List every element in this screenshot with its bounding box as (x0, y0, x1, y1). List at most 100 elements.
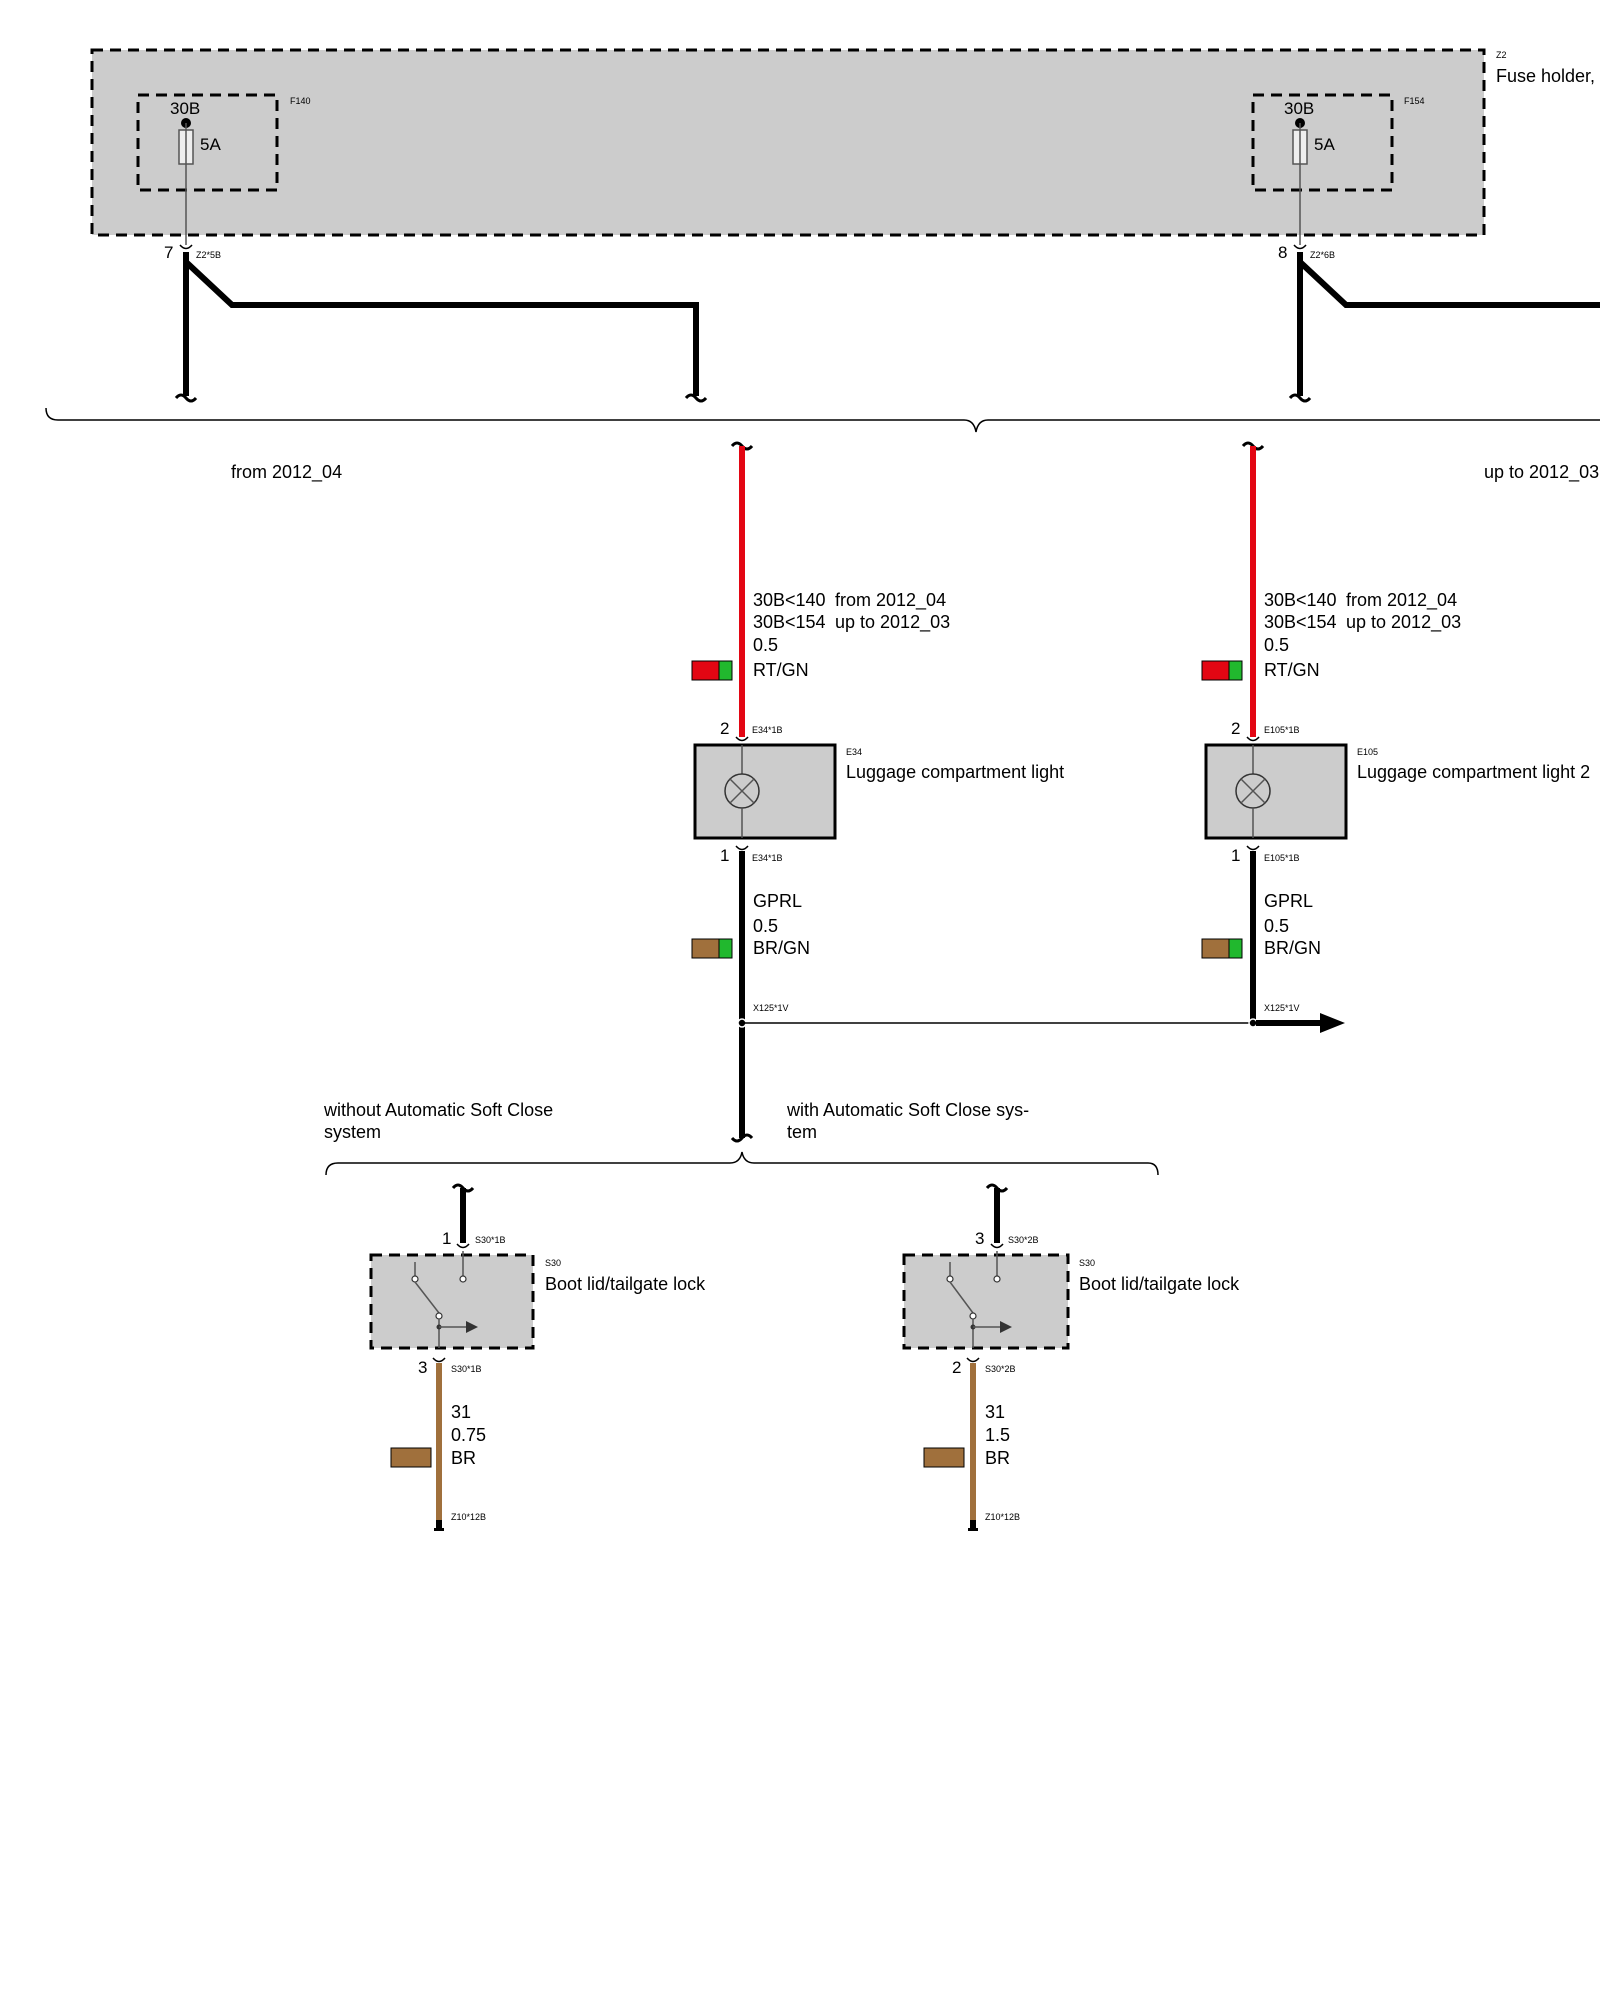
color-swatch-br-gn (691, 938, 733, 959)
wire-code-140: 30B<140 (1264, 590, 1337, 610)
splice-point (1248, 1018, 1258, 1028)
luggage-light-box (1204, 743, 1348, 840)
connector-s30-2-top: S30*2B (1008, 1235, 1039, 1245)
wire-signal: GPRL (1264, 891, 1313, 911)
fuse-f154-rating: 5A (1314, 135, 1335, 154)
wire-label-supply-1: 30B<140 from 2012_04 30B<154 up to 2012_… (753, 590, 950, 680)
wire-break-symbol (684, 393, 708, 403)
wire-code-140: 30B<140 (753, 590, 826, 610)
lock-box (902, 1253, 1070, 1350)
wire-size: 1.5 (985, 1425, 1010, 1445)
color-swatch-br (390, 1447, 432, 1468)
pin-fork (1293, 244, 1307, 250)
component-id-e105: E105 (1357, 747, 1378, 757)
wire-size: 0.5 (753, 916, 778, 936)
ground-point-lock-1: Z10*12B (451, 1512, 486, 1522)
connector-e34-bottom: E34*1B (752, 853, 783, 863)
pin-fork (990, 1243, 1004, 1249)
switch-lever (949, 1281, 974, 1314)
fuse-holder-id: Z2 (1496, 50, 1507, 60)
luggage-light-e34 (693, 743, 837, 840)
component-name-s30-2: Boot lid/tailgate lock (1079, 1274, 1240, 1294)
connector-e34-top: E34*1B (752, 725, 783, 735)
fuse-f154-terminal: 30B (1284, 99, 1314, 118)
splice-x125-left: X125*1V (753, 1003, 789, 1013)
wire-label-ground-2: GPRL 0.5 BR/GN (1264, 891, 1321, 958)
pin-fork (735, 845, 749, 851)
color-swatch-br (923, 1447, 965, 1468)
switch-arrow-icon (466, 1321, 478, 1333)
pin-fork (735, 736, 749, 742)
wire-note-upto: up to 2012_03 (835, 612, 950, 633)
arrow-right-icon (1320, 1013, 1345, 1033)
ground-point-lock-2: Z10*12B (985, 1512, 1020, 1522)
wire-signal: 31 (451, 1402, 471, 1422)
wire-signal: 31 (985, 1402, 1005, 1422)
boot-lid-lock-2 (902, 1251, 1070, 1350)
fuse-f140-terminal: 30B (170, 99, 200, 118)
pin-fork (432, 1357, 446, 1363)
wire-size: 0.5 (753, 635, 778, 655)
fuse-f154: F154 30B 5A (1251, 93, 1425, 245)
pin-fork (179, 244, 193, 250)
boot-lid-lock-1 (369, 1251, 535, 1350)
component-id-s30-1: S30 (545, 1258, 561, 1268)
component-name-e105: Luggage compartment light 2 (1357, 762, 1590, 782)
pin-s30-1-bottom: 3 (418, 1358, 427, 1377)
wire-break-symbol (1288, 393, 1312, 403)
wire-color-code: BR (451, 1448, 476, 1468)
switch-lever (414, 1281, 440, 1314)
pin-e105-bottom: 1 (1231, 846, 1240, 865)
wire-label-supply-2: 30B<140 from 2012_04 30B<154 up to 2012_… (1264, 590, 1461, 680)
connector-s30-1-top: S30*1B (475, 1235, 506, 1245)
splice-x125-right: X125*1V (1264, 1003, 1300, 1013)
pin-fork (1246, 845, 1260, 851)
connector-s30-2-bottom: S30*2B (985, 1364, 1016, 1374)
pin-e34-bottom: 1 (720, 846, 729, 865)
luggage-light-e105 (1204, 743, 1348, 840)
pin-s30-2-top: 3 (975, 1229, 984, 1248)
connector-e105-top: E105*1B (1264, 725, 1300, 735)
wire-code-154: 30B<154 (753, 612, 826, 632)
connector-e105-bottom: E105*1B (1264, 853, 1300, 863)
pin-fork (966, 1357, 980, 1363)
component-name-s30-1: Boot lid/tailgate lock (545, 1274, 706, 1294)
switch-arrow-icon (1000, 1321, 1012, 1333)
pin-e34-top: 2 (720, 719, 729, 738)
wire-label-ground-1: GPRL 0.5 BR/GN (753, 891, 810, 958)
lock-option-right-line2: tem (787, 1122, 817, 1142)
wire-label-lock-2: 31 1.5 BR (985, 1402, 1010, 1468)
lock-option-left-line1: without Automatic Soft Close (323, 1100, 553, 1120)
fuse-f154-frame (1251, 93, 1394, 192)
fuse-f140-rating: 5A (200, 135, 221, 154)
pin-s30-1-top: 1 (442, 1229, 451, 1248)
fuse-f140-id: F140 (290, 96, 311, 106)
lock-option-brace (325, 1151, 1159, 1176)
supply-wire-right (1297, 252, 1600, 396)
fuse-holder-label: Fuse holder, (1496, 66, 1595, 86)
wire-size: 0.5 (1264, 916, 1289, 936)
variant-upto-label: up to 2012_03 (1484, 462, 1599, 483)
pin-z2-7: 7 (164, 243, 173, 262)
lock-option-right-line1: with Automatic Soft Close sys- (786, 1100, 1029, 1120)
connector-s30-1-bottom: S30*1B (451, 1364, 482, 1374)
color-swatch-rt-gn (691, 660, 733, 681)
wire-break-symbol (730, 1133, 754, 1143)
fuse-f154-id: F154 (1404, 96, 1425, 106)
wire-note-from: from 2012_04 (1346, 590, 1457, 611)
wire-break-symbol (174, 393, 198, 403)
fuse-holder-box (90, 48, 1486, 237)
wire-color-code: RT/GN (753, 660, 809, 680)
wire-color-code: BR/GN (1264, 938, 1321, 958)
wire-note-from: from 2012_04 (835, 590, 946, 611)
wire-color-code: BR (985, 1448, 1010, 1468)
pin-e105-top: 2 (1231, 719, 1240, 738)
component-id-e34: E34 (846, 747, 862, 757)
component-id-s30-2: S30 (1079, 1258, 1095, 1268)
pin-s30-2-bottom: 2 (952, 1358, 961, 1377)
connector-z2-5b: Z2*5B (196, 250, 221, 260)
wire-label-lock-1: 31 0.75 BR (451, 1402, 486, 1468)
fuse-f140-frame (136, 93, 279, 192)
wire-signal: GPRL (753, 891, 802, 911)
